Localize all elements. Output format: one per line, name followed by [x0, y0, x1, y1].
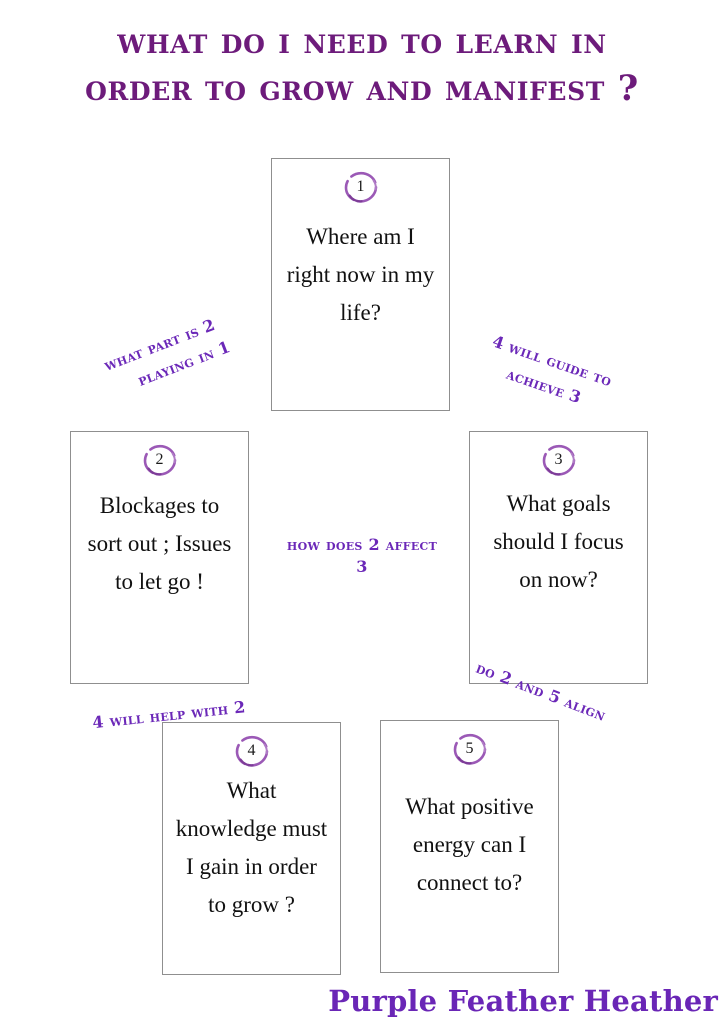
connector-label-2-3: How does 2 affect 3 [263, 534, 461, 578]
connector-label-4-3: 4 will guide to achieve 3 [480, 329, 658, 434]
card-question: Where am I right now in my life? [286, 224, 435, 325]
spread-card-2[interactable]: 2 Blockages to sort out ; Issues to let … [70, 431, 249, 684]
circle-badge-icon: 2 [142, 444, 178, 477]
card-number: 5 [465, 740, 474, 757]
circle-badge-icon: 5 [452, 733, 488, 766]
page-title-line-1: What do I need to learn in [117, 21, 607, 62]
card-question: What knowledge must I gain in order to g… [175, 778, 328, 917]
circle-badge-icon: 3 [541, 444, 577, 477]
page-title: What do I need to learn in order to grow… [0, 18, 724, 112]
spread-card-4[interactable]: 4 What knowledge must I gain in order to… [162, 722, 341, 975]
card-question: What goals should I focus on now? [493, 491, 624, 592]
connector-label-1-2: What part is 2 playing in 1 [100, 293, 277, 402]
card-question: Blockages to sort out ; Issues to let go… [87, 493, 232, 594]
card-number: 2 [155, 451, 164, 468]
spread-card-3[interactable]: 3 What goals should I focus on now? [469, 431, 648, 684]
spread-card-5[interactable]: 5 What positive energy can I connect to? [380, 720, 559, 973]
connector-line-2: 3 [356, 557, 368, 576]
page-title-line-2: order to grow and manifest ? [85, 68, 639, 109]
card-number: 3 [554, 451, 563, 468]
author-signature: Purple Feather Heather [328, 984, 718, 1018]
connector-line-1: How does 2 affect [286, 535, 438, 554]
card-question: What positive energy can I connect to? [405, 794, 534, 895]
spread-card-1[interactable]: 1 Where am I right now in my life? [271, 158, 450, 411]
card-number: 1 [356, 178, 365, 195]
circle-badge-icon: 4 [234, 735, 270, 768]
card-number: 4 [247, 742, 256, 759]
circle-badge-icon: 1 [343, 171, 379, 204]
